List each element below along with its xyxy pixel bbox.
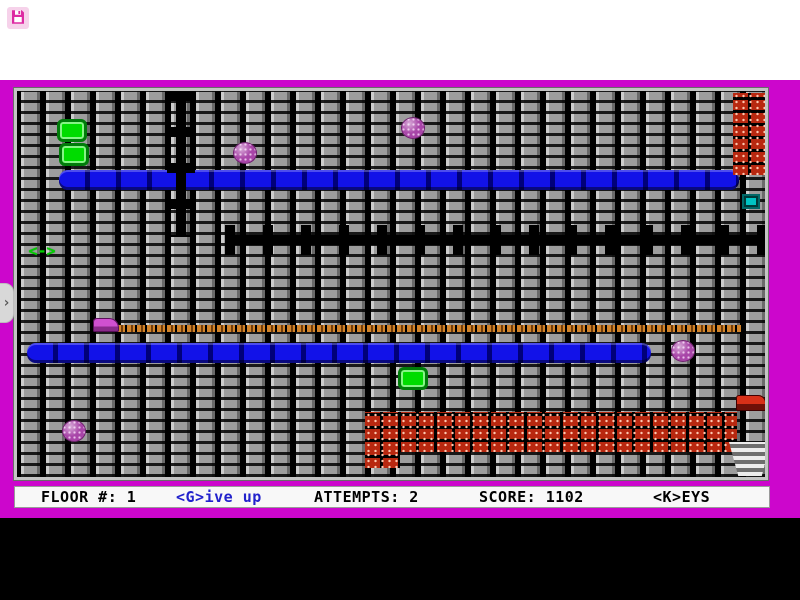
green-box xyxy=(398,367,428,390)
monitor-item xyxy=(742,194,760,209)
purple-ball xyxy=(233,142,257,164)
red-vehicle xyxy=(736,395,765,411)
footer-black-area xyxy=(0,518,800,600)
sidebar-toggle-handle[interactable]: › xyxy=(0,283,14,323)
black-girder-band xyxy=(225,225,765,255)
black-girder-column xyxy=(167,91,195,237)
player-vehicle xyxy=(93,318,119,332)
rope-chain xyxy=(107,325,741,332)
give-up-command: <G>ive up xyxy=(176,488,262,506)
keys-command: <K>EYS xyxy=(653,488,711,506)
purple-ball xyxy=(401,117,425,139)
green-arrows-item: <-> xyxy=(28,242,56,260)
red-brick-block-small xyxy=(365,452,400,468)
bucket-net xyxy=(729,442,765,476)
header-bar xyxy=(0,0,800,80)
purple-ball xyxy=(62,420,86,442)
red-brick-block xyxy=(365,412,737,452)
status-bar: FLOOR #: 1 <G>ive up ATTEMPTS: 2 SCORE: … xyxy=(14,486,770,508)
purple-ball xyxy=(671,340,695,362)
floor-indicator: FLOOR #: 1 xyxy=(41,488,137,506)
playfield[interactable]: <-> xyxy=(13,87,769,481)
attempts-indicator: ATTEMPTS: 2 xyxy=(314,488,419,506)
green-box xyxy=(57,119,87,142)
game-screen[interactable]: <-> FLOOR #: 1 <G>ive up ATTEMPTS: 2 SCO… xyxy=(0,80,800,518)
save-button[interactable] xyxy=(7,7,29,29)
score-indicator: SCORE: 1102 xyxy=(479,488,584,506)
blue-platform-upper xyxy=(59,170,739,190)
red-brick-column xyxy=(733,93,765,175)
floppy-disk-icon xyxy=(9,8,27,29)
green-box xyxy=(59,143,89,166)
blue-platform-lower xyxy=(27,343,651,363)
chevron-right-icon: › xyxy=(2,295,11,311)
